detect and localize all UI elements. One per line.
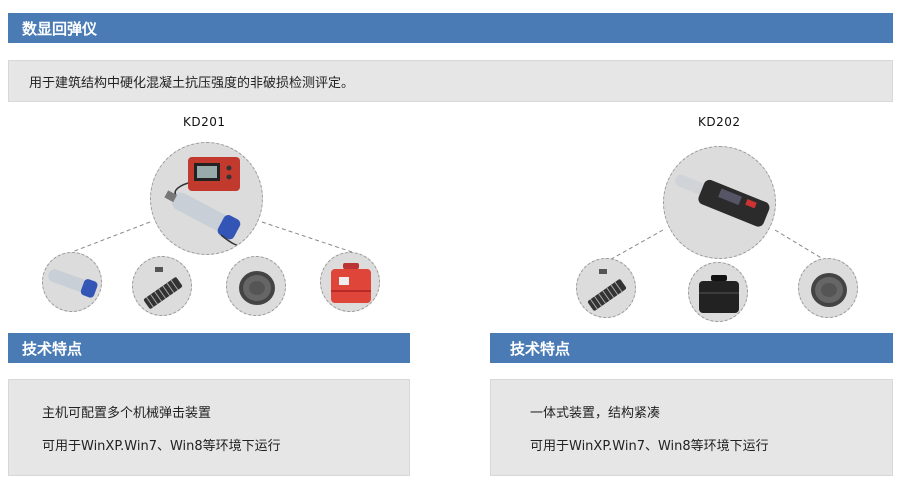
kd201-case-image [320,252,380,312]
kd201-main-image [150,142,263,255]
kd201-spring-image [132,256,192,316]
features-bar-kd201: 技术特点 [8,333,410,363]
kd201-hammer-image [42,252,102,312]
model-label-kd202: KD202 [698,115,741,129]
features-panel-kd201 [8,379,410,476]
intro-text: 用于建筑结构中硬化混凝土抗压强度的非破损检测评定。 [29,75,355,91]
feature-item: 可用于WinXP.Win7、Win8等环境下运行 [530,439,769,454]
feature-item: 一体式装置，结构紧凑 [530,406,661,421]
kd202-main-image [663,146,776,259]
features-title: 技术特点 [510,339,571,358]
feature-item: 主机可配置多个机械弹击装置 [42,406,212,421]
kd201-brush-image [226,256,286,316]
page-title: 数显回弹仪 [22,19,98,38]
features-panel-kd202 [490,379,893,476]
kd202-brush-image [798,258,858,318]
kd202-spring-image [576,258,636,318]
model-label-kd201: KD201 [183,115,226,129]
features-title: 技术特点 [22,339,83,358]
header-bar: 数显回弹仪 [8,13,893,43]
connector-lines [71,221,829,263]
kd202-case-image [688,262,748,322]
features-bar-kd202: 技术特点 [490,333,893,363]
intro-panel: 用于建筑结构中硬化混凝土抗压强度的非破损检测评定。 [8,60,893,102]
feature-item: 可用于WinXP.Win7、Win8等环境下运行 [42,439,281,454]
